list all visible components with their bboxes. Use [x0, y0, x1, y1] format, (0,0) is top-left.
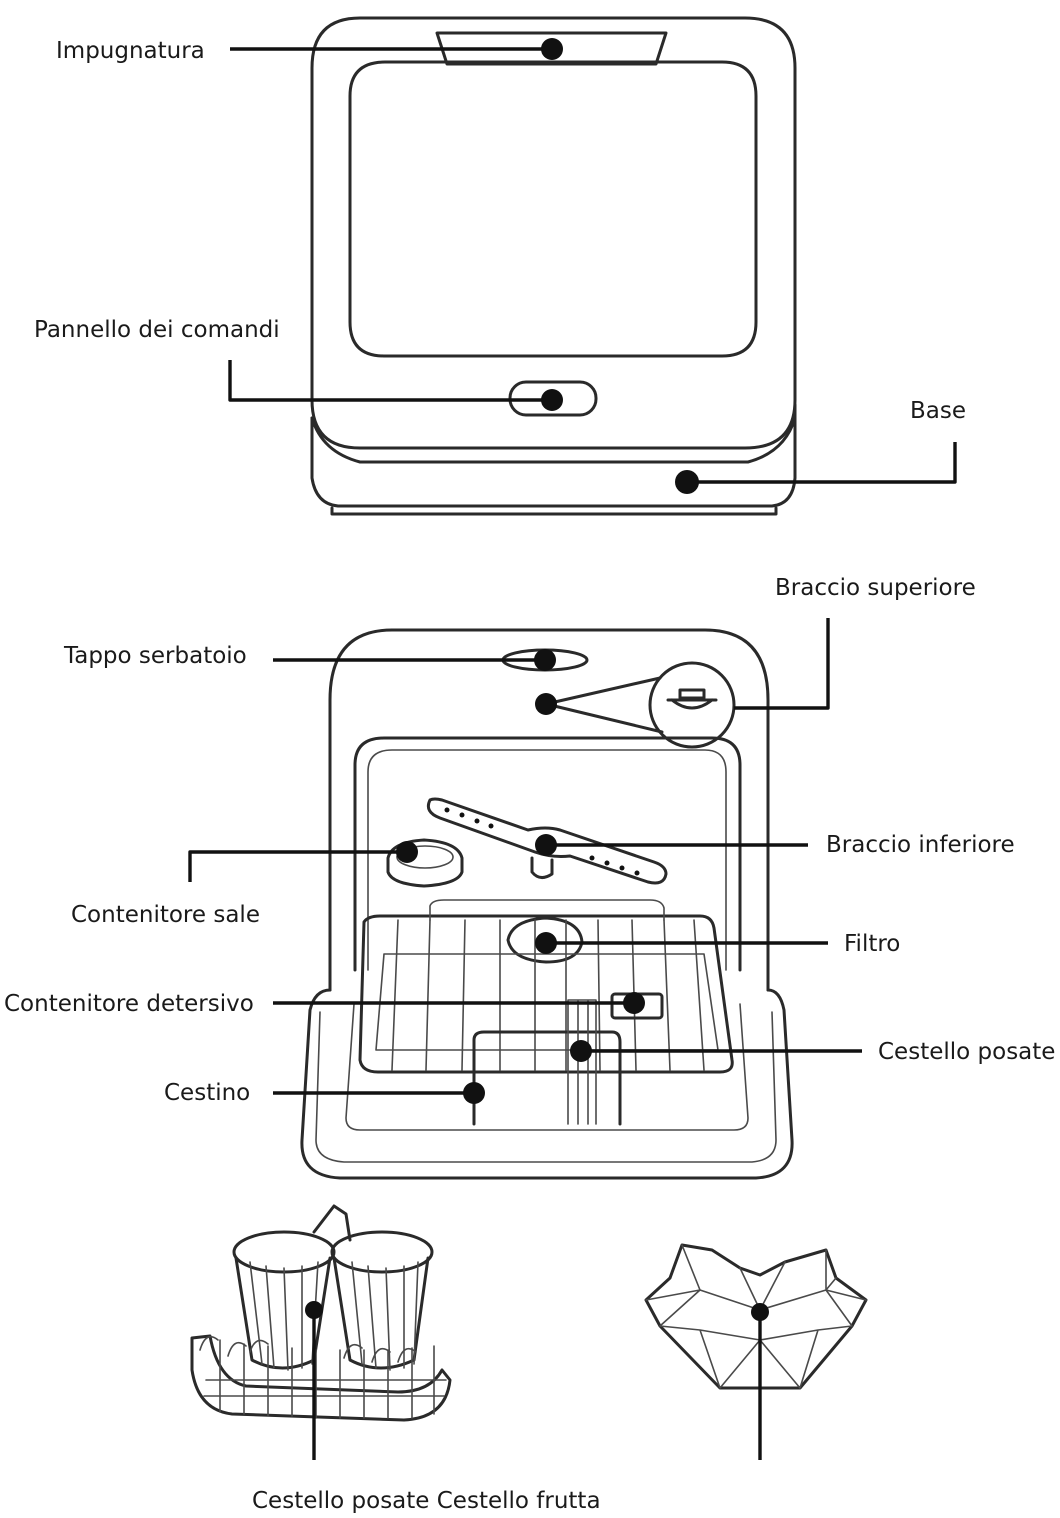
arm-hole [474, 818, 480, 824]
marker-impugnatura [541, 38, 563, 60]
cup-rim-left [232, 1230, 336, 1274]
open-body-outline [328, 628, 770, 992]
label-sale: Contenitore sale [71, 902, 260, 928]
basket-handle [312, 1204, 352, 1242]
marker-braccio-superiore [535, 693, 557, 715]
label-accessories-caption: Cestello posate Cestello frutta [252, 1488, 601, 1514]
label-filtro: Filtro [844, 931, 900, 957]
arm-hole [589, 855, 595, 861]
leader-base [687, 442, 957, 484]
label-braccio-superiore: Braccio superiore [775, 575, 976, 601]
label-cestello-posate: Cestello posate [878, 1039, 1055, 1065]
basket-rack [358, 914, 734, 1074]
marker-accessory-fruit [751, 1303, 769, 1321]
marker-cestino [463, 1082, 485, 1104]
lower-arm-hub [530, 856, 554, 879]
marker-braccio-inferiore [535, 834, 557, 856]
rack-back [429, 899, 665, 921]
upper-arm-magnifier [648, 661, 736, 749]
marker-sale [396, 841, 418, 863]
cup-rim-right [330, 1230, 434, 1274]
arm-hole [444, 807, 450, 813]
tub-inner-line [367, 749, 727, 971]
lower-spray-arm [426, 797, 668, 885]
label-pannello: Pannello dei comandi [34, 317, 280, 343]
marker-accessory-cutlery [305, 1301, 323, 1319]
handle-recess [435, 31, 668, 66]
magnifier-line-bottom [544, 702, 664, 734]
cup-wires [249, 1261, 419, 1371]
basket-grid-lines [203, 1339, 447, 1419]
marker-pannello [541, 389, 563, 411]
upper-arm-detail [666, 688, 718, 710]
marker-cestello-posate [570, 1040, 592, 1062]
label-base: Base [910, 398, 966, 424]
cutlery-basket-shape [472, 1030, 622, 1126]
open-dishwasher [300, 628, 794, 1180]
marker-base [675, 470, 699, 494]
leader-pannello [228, 360, 552, 402]
leader-lines [188, 38, 957, 1460]
arm-hole [488, 823, 494, 829]
open-door-inner [345, 1003, 749, 1131]
door-window [348, 60, 758, 358]
closed-dishwasher [310, 16, 797, 516]
label-impugnatura: Impugnatura [56, 38, 205, 64]
basket-grid-base [190, 1334, 452, 1422]
base-top-edge [310, 416, 797, 464]
magnifier-line-top [544, 676, 662, 706]
cutlery-basket-wires [567, 999, 597, 1125]
base-outline [310, 403, 797, 508]
marker-detersivo [623, 992, 645, 1014]
base-bottom-strip [330, 506, 778, 516]
tub-interior [353, 736, 742, 972]
salt-cap-top [396, 845, 454, 869]
marker-filtro [535, 932, 557, 954]
open-door-outline [300, 988, 794, 1180]
leader-sale [188, 850, 407, 882]
basket-loops [199, 1335, 417, 1363]
open-door-rim [315, 1011, 777, 1163]
label-braccio-inferiore: Braccio inferiore [826, 832, 1015, 858]
arm-hole [604, 860, 610, 866]
marker-tappo [534, 649, 556, 671]
label-detersivo: Contenitore detersivo [4, 991, 254, 1017]
label-cestino: Cestino [164, 1080, 250, 1106]
arm-hole [634, 870, 640, 876]
label-tappo: Tappo serbatoio [63, 643, 247, 669]
leader-braccio-superiore [734, 618, 830, 710]
cutlery-basket-accessory [190, 1204, 452, 1422]
arm-hole [459, 812, 465, 818]
arm-hole [619, 865, 625, 871]
labels: Impugnatura Pannello dei comandi Base Br… [4, 38, 1055, 1514]
